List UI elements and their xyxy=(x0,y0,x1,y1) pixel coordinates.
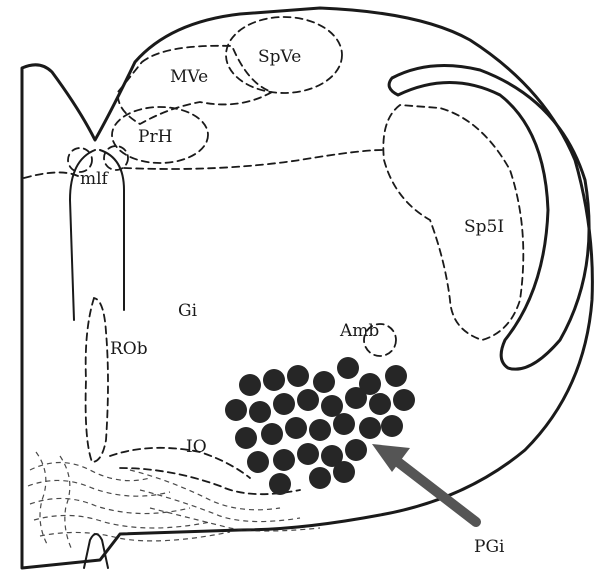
pgi-cell xyxy=(269,473,291,495)
mlf-right-circle xyxy=(104,146,128,170)
pgi-cell xyxy=(309,467,331,489)
label-prh: PrH xyxy=(138,127,172,147)
section-outline xyxy=(22,8,592,568)
io-region-upper xyxy=(110,448,250,478)
pgi-cell xyxy=(249,401,271,423)
pgi-cell xyxy=(369,393,391,415)
pgi-cell xyxy=(313,371,335,393)
pgi-cell xyxy=(345,387,367,409)
pgi-cell xyxy=(235,427,257,449)
label-spve: SpVe xyxy=(258,47,301,67)
pgi-cell xyxy=(297,389,319,411)
pgi-cell xyxy=(297,443,319,465)
label-rob: ROb xyxy=(110,339,148,359)
pgi-cell xyxy=(381,415,403,437)
pgi-cell xyxy=(385,365,407,387)
label-pgi: PGi xyxy=(474,537,505,557)
pgi-cell xyxy=(239,374,261,396)
pgi-arrow xyxy=(372,444,476,522)
pgi-cell xyxy=(285,417,307,439)
label-io: IO xyxy=(186,437,207,457)
label-sp5i: Sp5I xyxy=(464,217,504,237)
label-amb: Amb xyxy=(339,321,379,341)
label-mlf: mlf xyxy=(80,169,110,189)
pgi-cell xyxy=(333,413,355,435)
pgi-cell xyxy=(273,393,295,415)
pgi-cell-cluster xyxy=(225,357,415,495)
pgi-cell xyxy=(225,399,247,421)
pgi-cell xyxy=(287,365,309,387)
pgi-cell xyxy=(263,369,285,391)
pgi-cell xyxy=(337,357,359,379)
midline-notch xyxy=(84,534,108,568)
pgi-cell xyxy=(247,451,269,473)
pgi-cell xyxy=(333,461,355,483)
pgi-cell xyxy=(261,423,283,445)
pgi-cell xyxy=(309,419,331,441)
pgi-cell xyxy=(359,417,381,439)
pgi-cell xyxy=(345,439,367,461)
rob-region xyxy=(86,298,108,462)
pgi-cell xyxy=(321,395,343,417)
label-mve: MVe xyxy=(170,67,208,87)
pgi-cell xyxy=(273,449,295,471)
label-gi: Gi xyxy=(178,301,198,321)
pgi-cell xyxy=(393,389,415,411)
